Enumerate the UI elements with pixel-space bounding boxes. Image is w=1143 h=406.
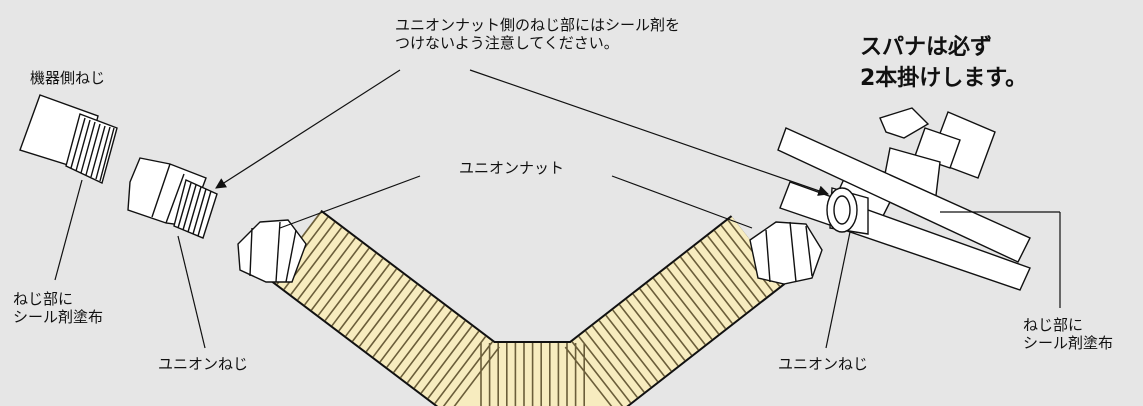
spanner-instruction-line-1: スパナは必ず [860,35,993,60]
valve-assembly [777,107,1031,291]
seal-caution-line-1: ユニオンナット側のねじ部にはシール剤を [395,16,681,34]
union-nut-left [237,219,307,283]
union-thread-label-right: ユニオンねじ [778,355,869,373]
union-thread-label-left: ユニオンねじ [158,355,249,373]
sealant-left-line-1: ねじ部に [13,290,74,308]
union-nut-label: ユニオンナット [459,159,565,177]
sealant-right-line-1: ねじ部に [1023,316,1084,334]
sealant-label-left: ねじ部に シール剤塗布 [13,290,103,326]
sealant-left-line-2: シール剤塗布 [13,308,104,326]
seal-caution-line-2: つけないよう注意してください。 [395,34,619,52]
spanner-instruction-line-2: 2本掛けします。 [860,66,1028,91]
flexible-hose [268,209,786,406]
spanner-instruction: スパナは必ず 2本掛けします。 [860,32,1027,94]
leader-lines [54,69,1061,349]
sealant-label-right: ねじ部に シール剤塗布 [1023,316,1113,352]
union-thread-left-part [127,157,218,239]
device-side-pipe [19,94,118,184]
seal-caution-note: ユニオンナット側のねじ部にはシール剤を つけないよう注意してください。 [395,16,680,52]
sealant-right-line-2: シール剤塗布 [1023,334,1114,352]
device-side-thread-label: 機器側ねじ [30,69,106,87]
union-nut-right [749,221,823,285]
